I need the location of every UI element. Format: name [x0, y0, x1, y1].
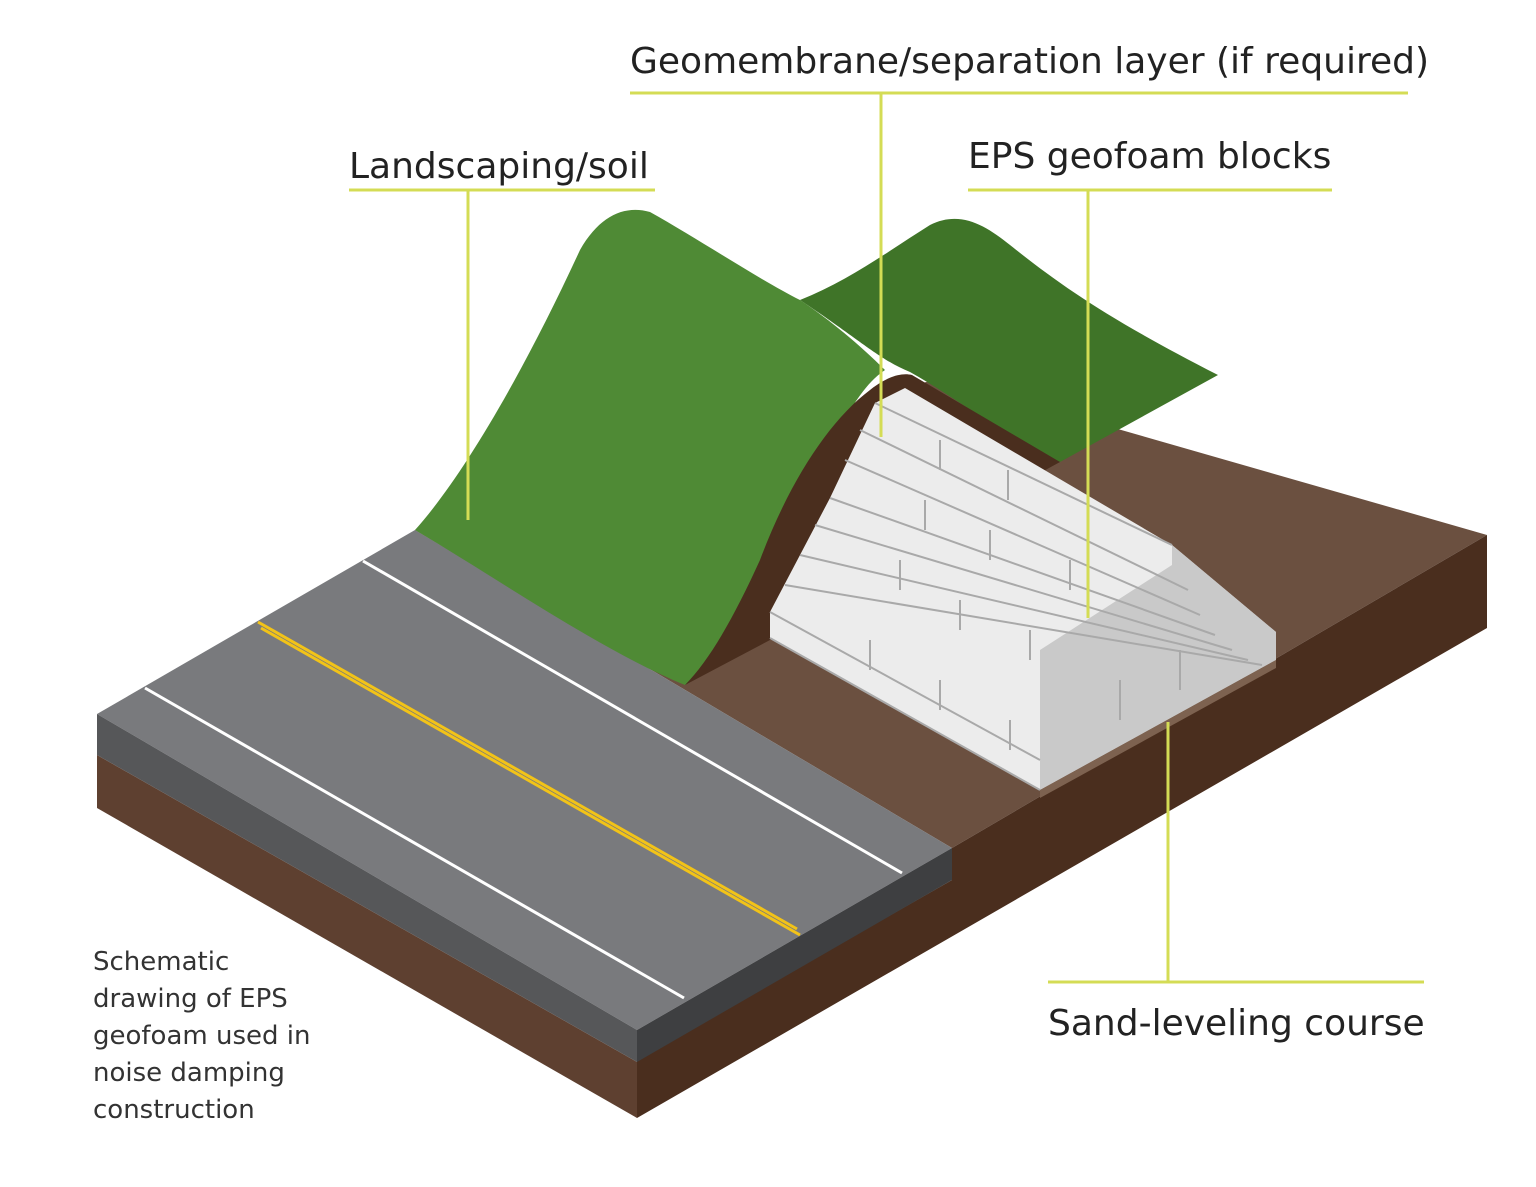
eps-seam-row-1: [874, 402, 1173, 546]
road-edge-line-right: [362, 559, 903, 875]
eps-geofoam-stack: [769, 388, 1276, 798]
eps-seam-row-5: [814, 524, 1233, 651]
label-landscaping: Landscaping/soil: [349, 146, 649, 187]
eps-seam-row-6: [799, 554, 1249, 661]
callout-lines: [349, 91, 1424, 984]
road-side-front: [97, 714, 637, 1062]
eps-seam-row-7: [784, 584, 1263, 666]
road-side-right: [637, 848, 952, 1062]
soil-side-front: [97, 755, 637, 1118]
mound-front-hill: [415, 209, 885, 685]
road-slab: [97, 530, 952, 1062]
label-sand-leveling: Sand-leveling course: [1048, 1003, 1425, 1044]
eps-seam-row-9: [769, 637, 1041, 791]
soil-side-right: [637, 535, 1487, 1118]
eps-seam-row-8: [769, 611, 1041, 761]
eps-seam-row-4: [829, 497, 1216, 636]
eps-stack-side: [1040, 545, 1276, 790]
road-edge-line-left: [144, 686, 685, 1000]
label-eps-blocks: EPS geofoam blocks: [968, 136, 1332, 177]
sand-leveling-layer: [1040, 660, 1276, 798]
mound-back-hill: [800, 218, 1218, 462]
label-geomembrane: Geomembrane/separation layer (if require…: [630, 41, 1430, 82]
eps-seam-row-3: [844, 459, 1201, 616]
eps-block-seams: [769, 402, 1263, 791]
eps-seam-row-2: [859, 429, 1189, 591]
road-center-line-a: [257, 620, 798, 931]
road-center-line-b: [260, 626, 801, 937]
figure-caption: Schematic drawing of EPS geofoam used in…: [93, 947, 311, 1125]
